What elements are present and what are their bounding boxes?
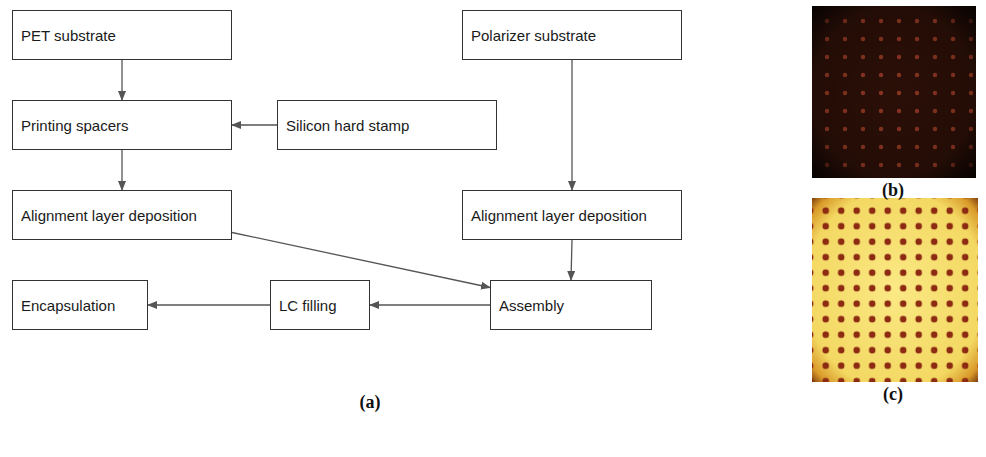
process-box: Encapsulation [12, 280, 148, 330]
flow-arrow [571, 240, 572, 280]
process-box: Alignment layer deposition [462, 190, 682, 240]
process-box: Silicon hard stamp [277, 100, 497, 150]
panel-label: (a) [360, 392, 381, 413]
flow-arrow [370, 304, 490, 305]
box-text: Polarizer substrate [463, 27, 604, 44]
photo-b [812, 6, 976, 178]
box-text: Assembly [491, 297, 572, 314]
box-text: Printing spacers [13, 117, 137, 134]
box-text: LC filling [271, 297, 345, 314]
box-text: Encapsulation [13, 297, 123, 314]
flow-arrow [148, 304, 270, 305]
flow-arrow [571, 60, 572, 190]
process-box: LC filling [270, 280, 370, 330]
panel-label: (c) [883, 384, 903, 405]
box-text: PET substrate [13, 27, 124, 44]
process-box: Alignment layer deposition [12, 190, 232, 240]
flow-arrow [121, 150, 122, 190]
process-box: PET substrate [12, 10, 232, 60]
panel-label: (b) [882, 180, 904, 201]
flow-arrow [232, 124, 277, 125]
process-box: Printing spacers [12, 100, 232, 150]
process-box: Polarizer substrate [462, 10, 682, 60]
process-box: Assembly [490, 280, 652, 330]
flow-arrow [121, 60, 122, 100]
box-text: Alignment layer deposition [463, 207, 655, 224]
photo-c [812, 198, 978, 382]
box-text: Silicon hard stamp [278, 117, 417, 134]
box-text: Alignment layer deposition [13, 207, 205, 224]
